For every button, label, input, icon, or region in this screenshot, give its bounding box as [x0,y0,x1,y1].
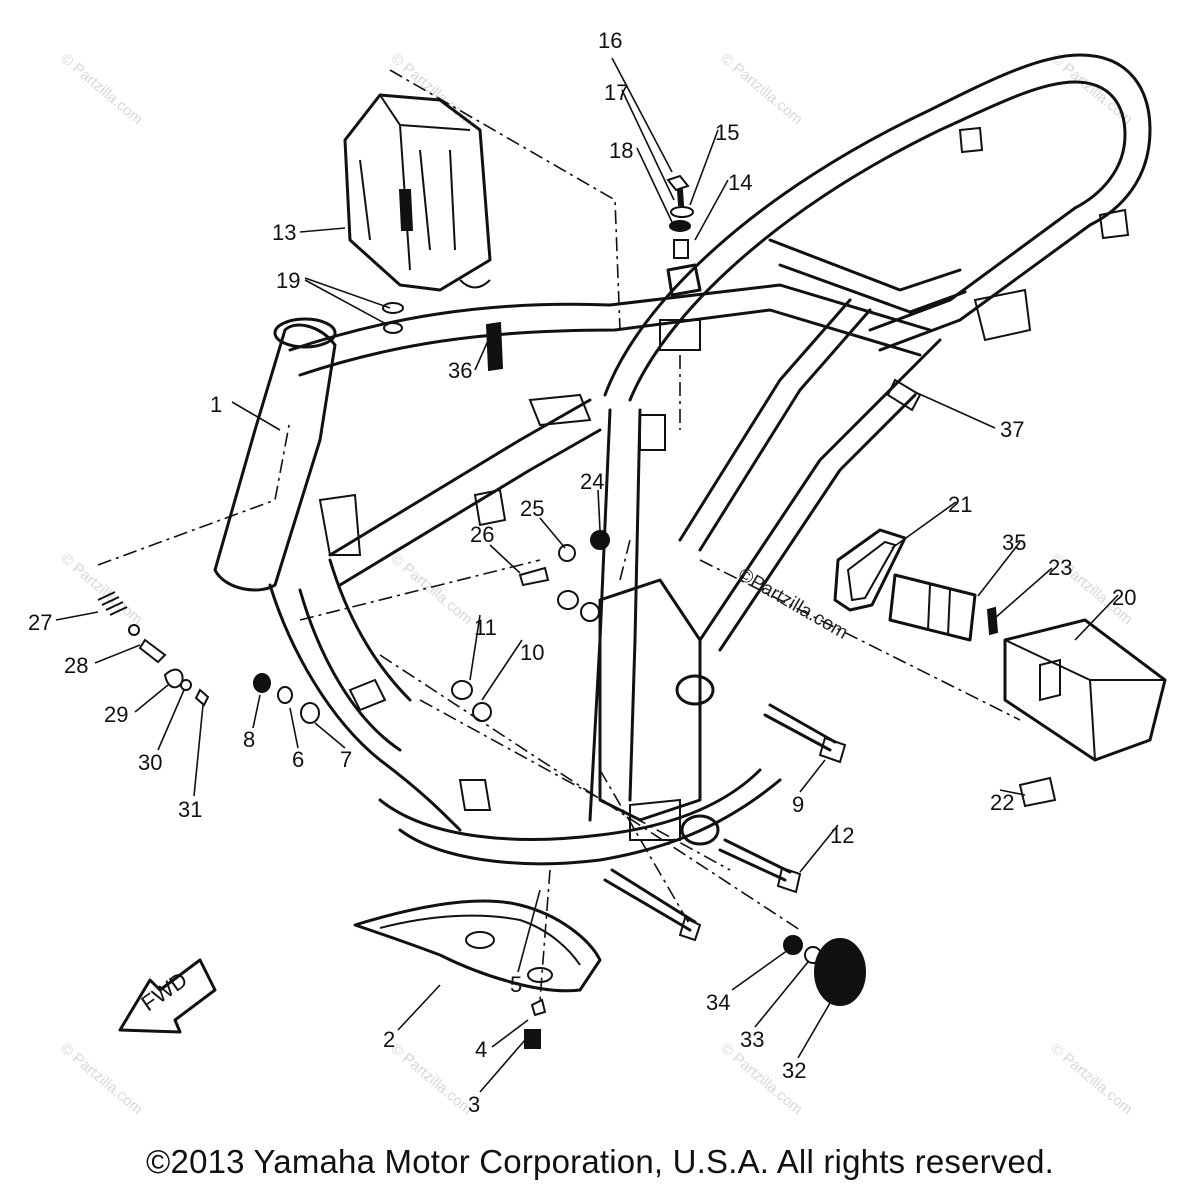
callout-35: 35 [1002,530,1026,555]
callout-28: 28 [64,653,88,678]
skid-plate [353,899,602,993]
callout-12: 12 [830,823,854,848]
callout-25: 25 [520,496,544,521]
callout-9: 9 [792,792,804,817]
fwd-arrow: FWD [118,958,217,1034]
callout-29: 29 [104,702,128,727]
watermark: © Partzilla.com [57,550,145,628]
watermark: © Partzilla.com [387,1040,475,1118]
callout-14: 14 [728,170,752,195]
phantom-lines [97,69,1021,1001]
callout-15: 15 [715,120,739,145]
small-hardware [97,302,866,1049]
tool-box-assembly [833,528,1167,808]
callout-34: 34 [706,990,730,1015]
callout-33: 33 [740,1027,764,1052]
callout-30: 30 [138,750,162,775]
callout-22: 22 [990,790,1014,815]
watermark: © Partzilla.com [57,50,145,128]
callout-8: 8 [243,727,255,752]
leader-lines [55,57,1119,1093]
watermark: © Partzilla.com [717,50,805,128]
callouts: 1 2 3 4 5 6 7 8 9 10 11 12 13 14 15 16 1… [28,28,1136,1117]
callout-32: 32 [782,1058,806,1083]
watermark: © Partzilla.com [57,1040,145,1118]
callout-13: 13 [272,220,296,245]
callout-3: 3 [468,1092,480,1117]
callout-18: 18 [609,138,633,163]
battery-box [343,93,492,292]
callout-37: 37 [1000,417,1024,442]
callout-7: 7 [340,747,352,772]
watermark: © Partzilla.com [1047,1040,1135,1118]
callout-4: 4 [475,1037,487,1062]
callout-16: 16 [598,28,622,53]
callout-26: 26 [470,522,494,547]
callout-24: 24 [580,469,604,494]
watermark: © Partzilla.com [387,550,475,628]
callout-23: 23 [1048,555,1072,580]
callout-10: 10 [520,640,544,665]
callout-1: 1 [210,392,222,417]
seat-bolt-stack [666,174,702,297]
callout-17: 17 [604,80,628,105]
copyright-notice: ©2013 Yamaha Motor Corporation, U.S.A. A… [146,1143,1054,1180]
main-frame [213,53,1152,866]
callout-19: 19 [276,268,300,293]
callout-31: 31 [178,797,202,822]
fwd-label: FWD [137,967,192,1016]
bolts [603,703,847,942]
watermark-layer: © Partzilla.com © Partzilla.com © Partzi… [57,50,1135,1118]
callout-5: 5 [510,972,522,997]
callout-2: 2 [383,1027,395,1052]
callout-27: 27 [28,610,52,635]
callout-6: 6 [292,747,304,772]
callout-36: 36 [448,358,472,383]
